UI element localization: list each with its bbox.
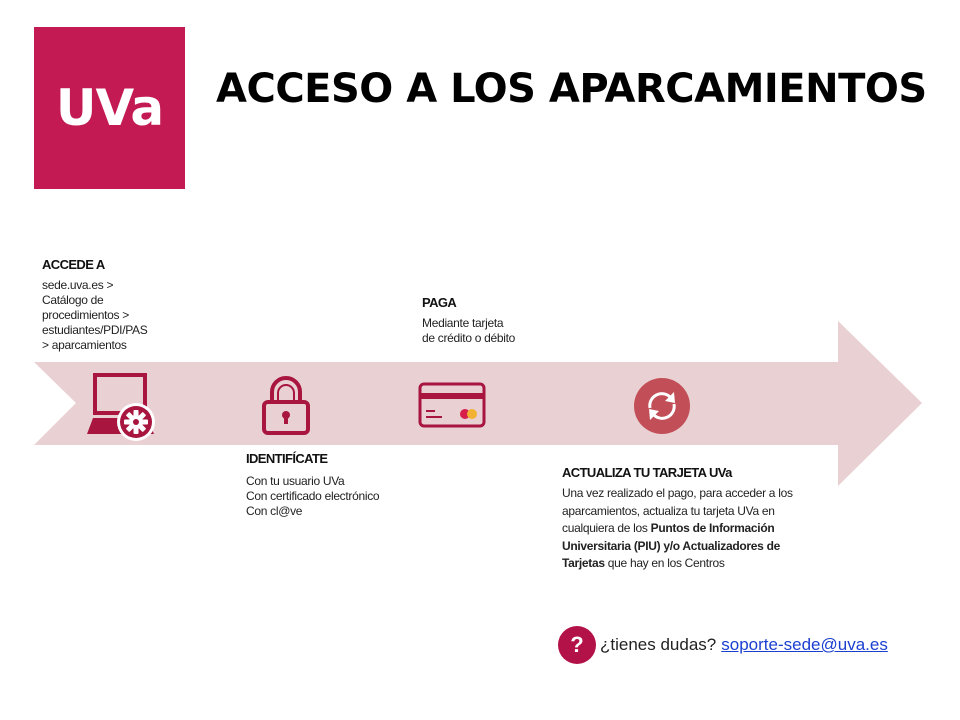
step-pay-title: PAGA <box>422 295 457 310</box>
step-identify-title: IDENTIFÍCATE <box>246 451 328 466</box>
laptop-gear-icon <box>87 373 155 441</box>
step-text-line: aparcamientos, actualiza tu tarjeta UVa … <box>562 503 793 521</box>
step-text-line: Mediante tarjeta <box>422 316 504 330</box>
refresh-icon <box>634 378 690 434</box>
step-update-title: ACTUALIZA TU TARJETA UVa <box>562 465 732 480</box>
bold-text: Tarjetas <box>562 556 605 570</box>
step-text-line: Una vez realizado el pago, para acceder … <box>562 485 793 503</box>
text-segment: cualquiera de los <box>562 521 651 535</box>
credit-card-icon <box>418 382 486 428</box>
bold-text: Universitaria (PIU) y/o Actualizadores d… <box>562 538 780 553</box>
step-text-line: > aparcamientos <box>42 338 127 352</box>
arrow-shape <box>34 321 922 486</box>
step-text-line: estudiantes/PDI/PAS <box>42 323 148 337</box>
logo-text: UVa <box>55 79 164 137</box>
help-question-icon: ? <box>558 626 596 664</box>
bold-text: Puntos de Información <box>650 521 775 535</box>
support-email-link[interactable]: soporte-sede@uva.es <box>721 635 888 654</box>
step-text-line: Con cl@ve <box>246 504 303 518</box>
text-segment: aparcamientos, actualiza tu tarjeta UVa … <box>562 503 775 518</box>
step-text-line: Catálogo de <box>42 293 104 307</box>
text-segment: Una vez realizado el pago, para acceder … <box>562 486 793 500</box>
step-text-line: de crédito o débito <box>422 331 516 345</box>
help-question: ¿tienes dudas? <box>600 635 717 654</box>
step-text-line: Tarjetas que hay en los Centros <box>562 555 793 573</box>
page-title: ACCESO A LOS APARCAMIENTOS <box>216 66 927 112</box>
help-row: ? ¿tienes dudas? soporte-sede@uva.es <box>558 626 888 664</box>
padlock-icon <box>262 376 310 435</box>
step-text-line: Con certificado electrónico <box>246 489 380 503</box>
step-text-line: Universitaria (PIU) y/o Actualizadores d… <box>562 538 793 556</box>
step-text-line: Con tu usuario UVa <box>246 474 345 488</box>
text-segment: que hay en los Centros <box>604 556 725 570</box>
step-text-line: sede.uva.es > <box>42 278 114 292</box>
step-text-line: procedimientos > <box>42 308 129 322</box>
uva-logo: UVa <box>34 27 185 189</box>
step-access-title: ACCEDE A <box>42 257 105 272</box>
step-update-text: Una vez realizado el pago, para acceder … <box>562 485 793 573</box>
step-text-line: cualquiera de los Puntos de Información <box>562 520 793 538</box>
